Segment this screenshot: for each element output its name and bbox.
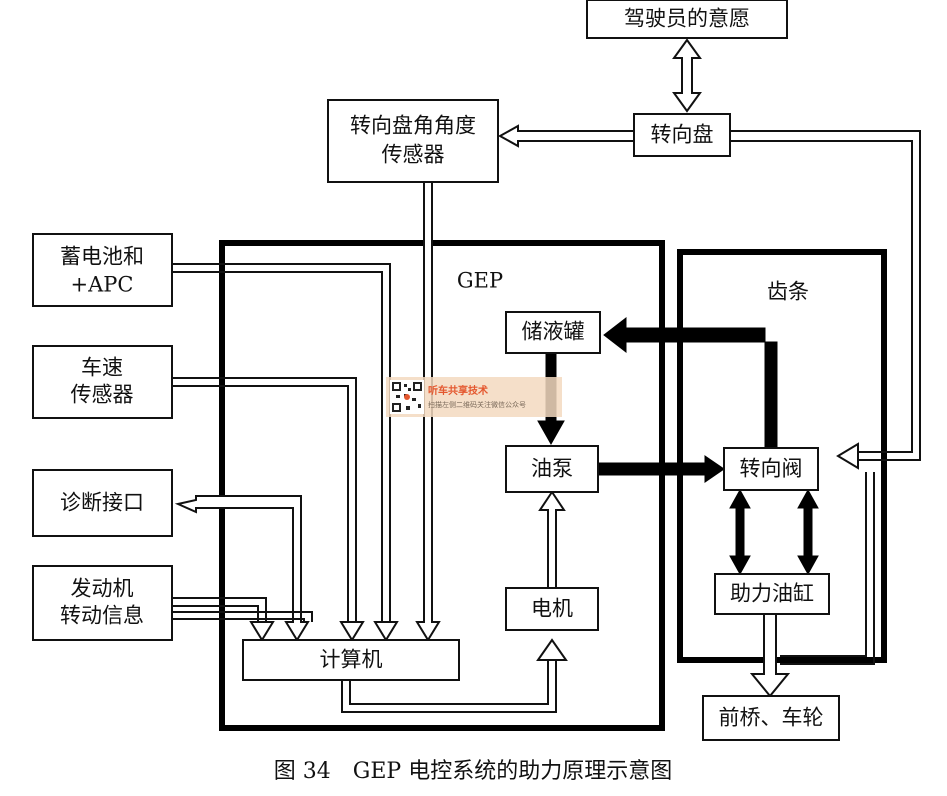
computer-label: 计算机 [320,648,383,672]
computer-box [242,639,460,681]
motor-box [505,587,599,631]
battery-label-2: +APC [71,273,134,297]
pump-valve-pipe [598,462,708,476]
engine-line-a-inner [172,605,259,622]
engine-line-b-inner [172,618,305,622]
angle-sensor-label-2: 传感器 [382,143,445,167]
qr-code-icon [390,380,424,414]
engine-line-a-outer [172,597,267,622]
computer-motor-arrowhead [536,638,568,661]
motor-to-pump-arrow [538,490,566,589]
engine-info-box [32,565,173,641]
power-cylinder-box [714,573,830,615]
battery-box [32,233,173,307]
battery-line-inner [172,271,383,622]
rack-label: 齿条 [767,280,809,304]
computer-motor-line-outer [341,660,557,713]
rack-frame [677,249,887,663]
watermark-title: 听车共享技术 [428,384,488,397]
figure-caption: 图 34 GEP 电控系统的助力原理示意图 [274,759,672,784]
engine-info-label-2: 转动信息 [60,604,144,628]
gep-label: GEP [457,269,503,293]
watermark-subtitle: 扫描左侧二维码关注微信公众号 [428,400,526,409]
gep-frame [219,240,665,731]
wheel-valve-line-outer [730,130,921,461]
engine-line-b-outer [172,611,313,622]
driver-steering-double-arrow [672,38,702,113]
component-boxes [32,0,840,741]
wheel-valve-arrowhead [836,442,859,470]
steering-wheel-box [633,113,731,157]
steering-wheel-label: 转向盘 [651,123,714,147]
engine-info-label-1: 发动机 [71,577,134,601]
cylinder-to-axle-arrow [749,613,791,698]
diagnostic-port-box [32,469,173,537]
valve-axle-line-outer [780,472,875,665]
battery-line-outer [172,263,391,622]
speed-sensor-box [32,345,173,419]
battery-arrowhead [373,621,399,642]
watermark: 听车共享技术 扫描左侧二维码关注微信公众号 [386,377,562,417]
power-cylinder-label: 助力油缸 [730,582,814,606]
motor-label: 电机 [531,597,573,621]
speed-line-inner [172,385,349,622]
valve-to-reservoir-arrow [603,316,778,457]
reservoir-box [505,311,601,354]
oil-pump-label: 油泵 [531,457,573,481]
wheel-valve-line-inner [730,140,913,453]
oil-pump-box [505,445,599,493]
angle-sensor-box [327,99,499,183]
front-axle-label: 前桥、车轮 [719,706,824,730]
driver-intent-box [586,0,788,39]
valve-cylinder-double-arrow-left [729,488,751,576]
speed-sensor-label-1: 车速 [81,356,123,380]
engine-arrowhead-a [249,621,275,642]
pump-valve-arrowhead [704,455,725,483]
speed-arrowhead [339,621,365,642]
valve-axle-line-inner [780,472,867,657]
computer-motor-line-inner [349,660,549,705]
speed-sensor-label-2: 传感器 [71,383,134,407]
diagnostic-port-label: 诊断接口 [60,491,144,515]
signal-connectors [172,38,921,713]
reservoir-pump-arrowhead [537,420,565,446]
angle-sensor-label-1: 转向盘角角度 [350,114,476,138]
component-labels: 驾驶员的意愿 转向盘 转向盘角角度 传感器 蓄电池和 +APC 车速 传感器 诊… [60,7,824,730]
battery-label-1: 蓄电池和 [60,245,144,269]
valve-cylinder-double-arrow-right [797,488,819,576]
computer-to-diag-arrow [174,495,310,642]
speed-line-outer [172,377,357,622]
front-axle-box [702,695,840,741]
steering-valve-box [723,447,819,491]
driver-intent-label: 驾驶员的意愿 [624,7,750,31]
steering-valve-label: 转向阀 [740,457,803,481]
reservoir-label: 储液罐 [522,320,585,344]
steering-to-sensor-arrow [497,124,635,148]
